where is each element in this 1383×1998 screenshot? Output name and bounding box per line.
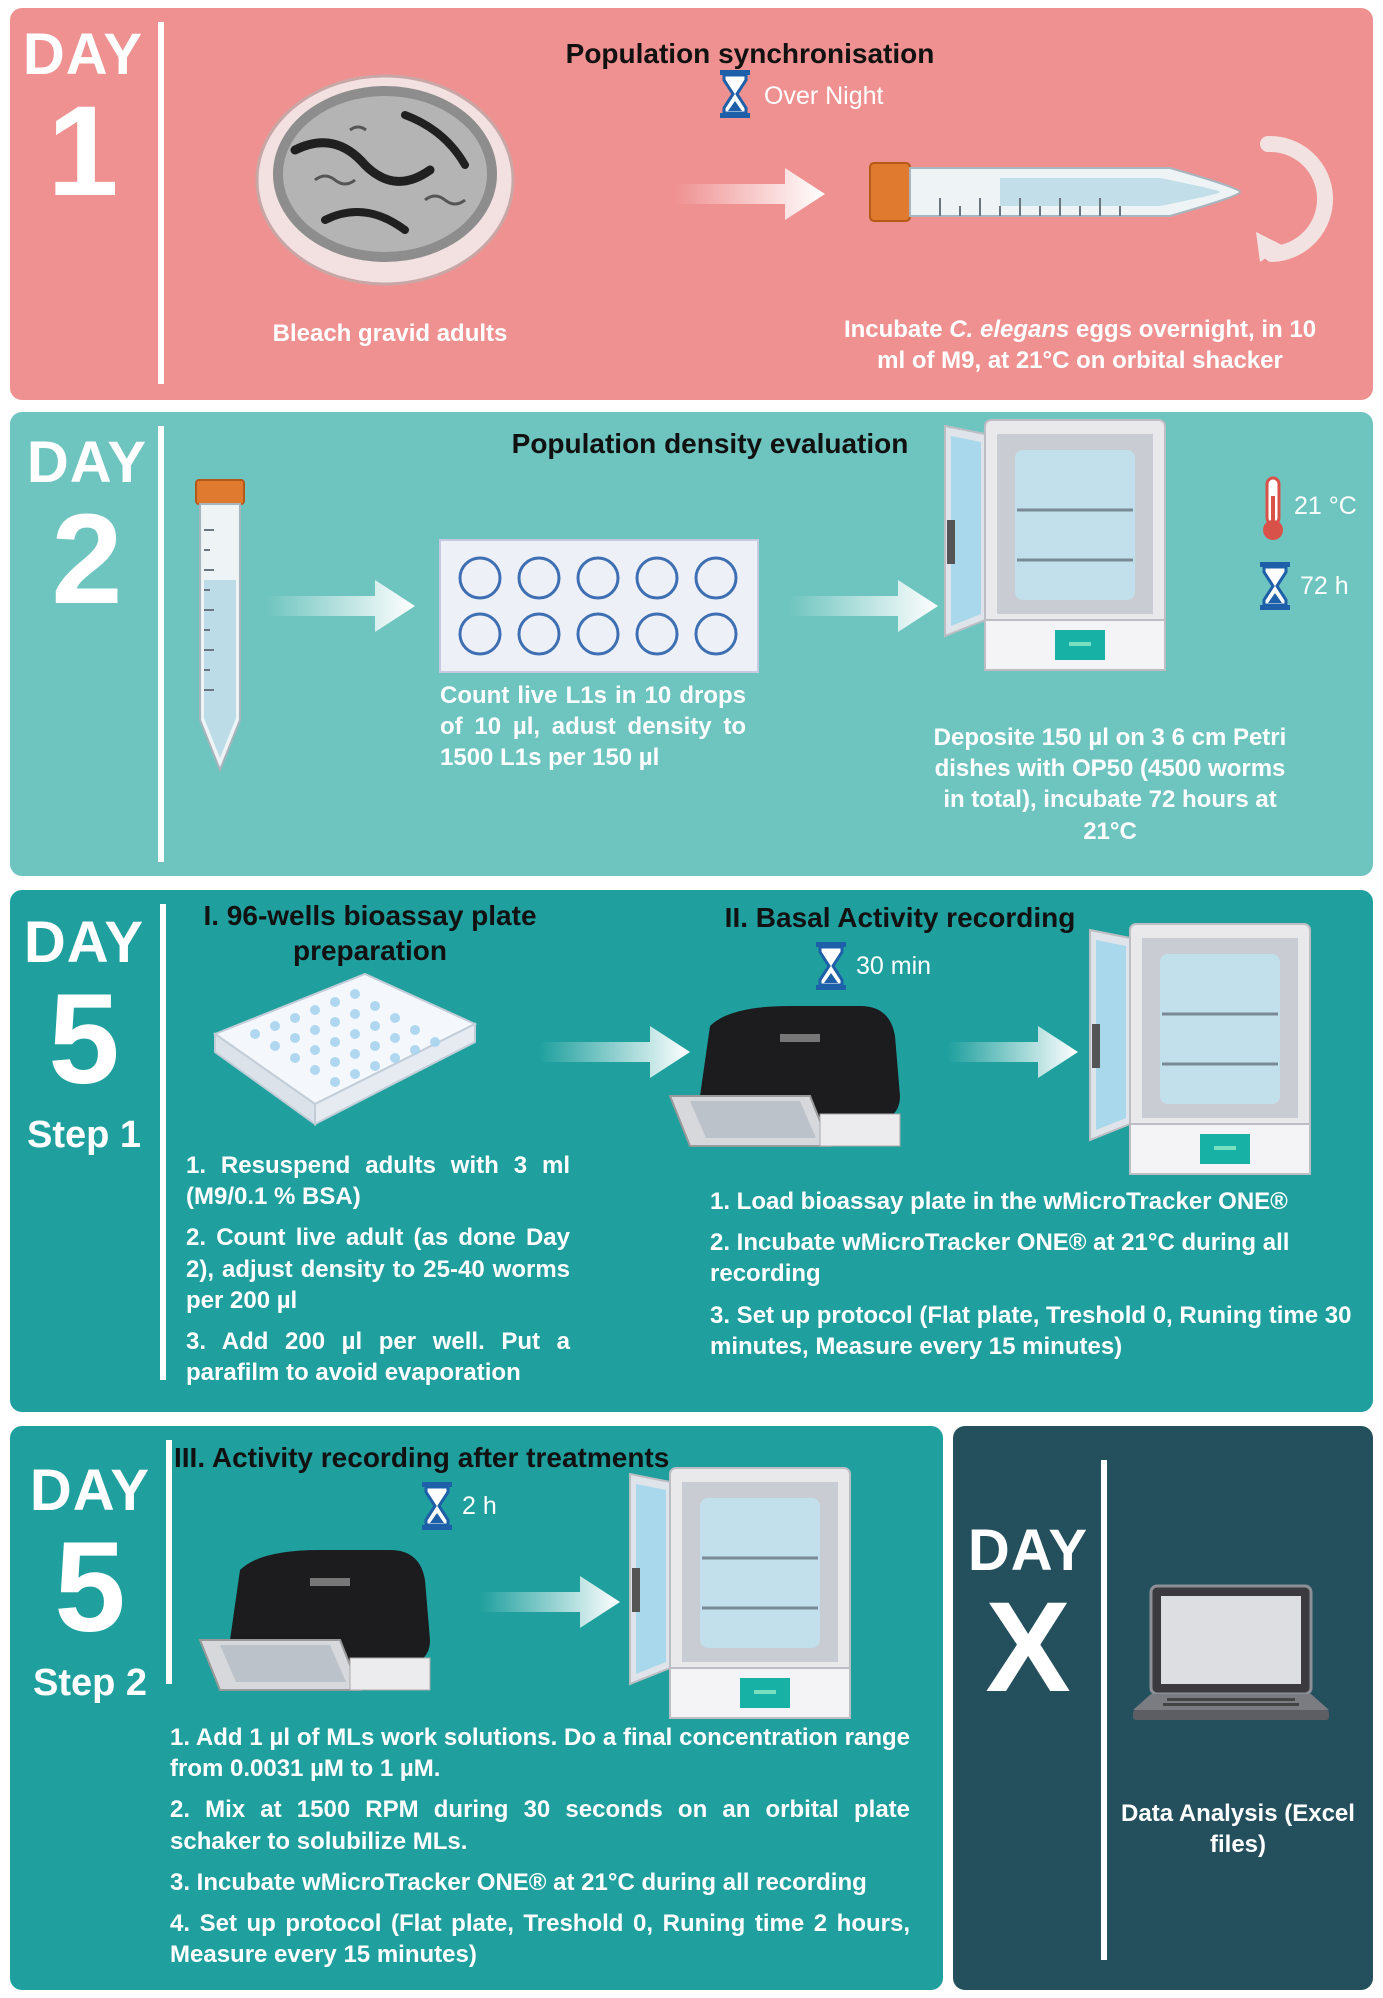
day5a-left-step-3: 3. Add 200 µl per well. Put a parafilm t… — [186, 1327, 570, 1387]
day2-temperature: 21 °C — [1294, 492, 1357, 521]
day1-timer-label: Over Night — [764, 82, 884, 110]
hourglass-icon — [718, 68, 752, 120]
day2-time-label: 72 h — [1300, 572, 1349, 600]
falcon-tube-vertical-icon — [195, 479, 245, 773]
orbital-rotation-icon — [1256, 135, 1333, 262]
day2-title: Population density evaluation — [511, 428, 909, 459]
petri-dish-icon — [255, 74, 515, 286]
day1-day-word: DAY — [22, 22, 144, 87]
day5-step2-panel: DAY 5 Step 2 III. Activity recording aft… — [10, 1426, 943, 1990]
day1-divider — [158, 22, 164, 384]
day5a-right-step-3: 3. Set up protocol (Flat plate, Treshold… — [710, 1301, 1352, 1360]
day5a-left-steps: 1. Resuspend adults with 3 ml (M9/0.1 % … — [186, 1150, 570, 1398]
dayx-caption: Data Analysis (Excel files) — [1121, 1800, 1355, 1859]
day5b-title: III. Activity recording after treatments — [174, 1442, 670, 1473]
arrow-right-icon — [540, 1026, 690, 1078]
day1-label: DAY 1 — [18, 26, 148, 216]
incubator-icon — [628, 1466, 852, 1720]
day5b-timer: 2 h — [462, 1492, 497, 1521]
day5a-day-word: DAY — [23, 910, 145, 975]
dayx-divider — [1101, 1460, 1107, 1960]
day2-time: 72 h — [1300, 572, 1349, 601]
day5-step1-panel: DAY 5 Step 1 I. 96-wells bioassay plate … — [10, 890, 1373, 1412]
day5a-day-number: 5 — [48, 968, 120, 1111]
day1-right-caption-pre: Incubate — [843, 316, 950, 343]
dayx-day-number: X — [985, 1576, 1071, 1719]
arrow-right-icon — [265, 580, 415, 632]
laptop-icon — [1133, 1584, 1329, 1720]
thermometer-icon — [1263, 476, 1283, 540]
day5b-day-number: 5 — [54, 1516, 126, 1659]
day5a-right-step-2: 2. Incubate wMicroTracker ONE® at 21°C d… — [710, 1229, 1290, 1288]
day5b-step-label: Step 2 — [32, 1662, 148, 1704]
arrow-right-icon — [948, 1026, 1078, 1078]
day1-title: Population synchronisation — [565, 38, 935, 69]
day5a-left-step-2: 2. Count live adult (as done Day 2), adj… — [186, 1224, 570, 1314]
day5a-title-right: II. Basal Activity recording — [724, 902, 1076, 933]
hourglass-icon — [420, 1480, 454, 1532]
well-plate-icon — [212, 972, 478, 1126]
dayx-panel: DAY X Data Analysis (Excel files) — [953, 1426, 1373, 1990]
day1-right-caption-italic: C. elegans — [949, 316, 1070, 343]
day5-step1-label: DAY 5 Step 1 — [14, 910, 154, 1156]
drop-slide-icon — [439, 539, 759, 673]
day5b-steps: 1. Add 1 µl of MLs work solutions. Do a … — [170, 1722, 910, 1980]
arrow-right-icon — [675, 168, 825, 220]
day5a-step-label: Step 1 — [26, 1114, 142, 1156]
day5a-timer: 30 min — [856, 952, 931, 981]
day5b-step-1: 1. Add 1 µl of MLs work solutions. Do a … — [170, 1724, 910, 1783]
incubator-icon — [943, 418, 1167, 672]
day2-temp-label: 21 °C — [1294, 492, 1357, 520]
microtracker-device-icon — [669, 1005, 901, 1147]
day5a-right-steps: 1. Load bioassay plate in the wMicroTrac… — [710, 1186, 1360, 1372]
day5b-step-2: 2. Mix at 1500 RPM during 30 seconds on … — [170, 1796, 910, 1855]
day2-divider — [158, 426, 164, 862]
arrow-right-icon — [480, 1576, 620, 1628]
hourglass-icon — [1258, 560, 1292, 612]
day2-day-number: 2 — [51, 488, 123, 631]
day2-middle-caption: Count live L1s in 10 drops of 10 µl, adu… — [440, 682, 746, 772]
hourglass-icon — [814, 940, 848, 992]
day1-right-caption-post: eggs overnight, in 10 ml of M9, at 21°C … — [877, 316, 1317, 375]
day1-timer: Over Night — [764, 82, 883, 111]
dayx-day-word: DAY — [967, 1518, 1089, 1583]
arrow-right-icon — [788, 580, 938, 632]
microtracker-device-icon — [199, 1549, 431, 1691]
day5-step2-label: DAY 5 Step 2 — [20, 1458, 160, 1704]
day5b-divider — [166, 1440, 172, 1684]
falcon-tube-icon — [869, 162, 1242, 222]
day2-right-caption: Deposite 150 µl on 3 6 cm Petri dishes w… — [933, 724, 1287, 845]
day5a-divider — [160, 904, 166, 1380]
day2-panel: DAY 2 Population density evaluation Coun… — [10, 412, 1373, 876]
day5b-step-4: 4. Set up protocol (Flat plate, Treshold… — [170, 1909, 910, 1969]
day5a-timer-label: 30 min — [856, 952, 932, 980]
day2-day-word: DAY — [26, 430, 148, 495]
day5b-step-3: 3. Incubate wMicroTracker ONE® at 21°C d… — [170, 1868, 867, 1896]
dayx-label: DAY X — [963, 1522, 1093, 1712]
day1-left-caption: Bleach gravid adults — [272, 320, 508, 347]
day5b-day-word: DAY — [29, 1458, 151, 1523]
day1-right-caption: Incubate C. elegans eggs overnight, in 1… — [830, 314, 1330, 376]
day5b-timer-label: 2 h — [462, 1492, 497, 1520]
day2-label: DAY 2 — [18, 434, 156, 624]
day5a-right-step-1: 1. Load bioassay plate in the wMicroTrac… — [710, 1188, 1288, 1215]
incubator-icon — [1088, 922, 1312, 1176]
day1-panel: DAY 1 Population synchronisation Over Ni… — [10, 8, 1373, 400]
day5a-title-left: I. 96-wells bioassay plate preparation — [203, 900, 537, 966]
day1-day-number: 1 — [47, 80, 119, 223]
day5a-left-step-1: 1. Resuspend adults with 3 ml (M9/0.1 % … — [186, 1152, 570, 1211]
